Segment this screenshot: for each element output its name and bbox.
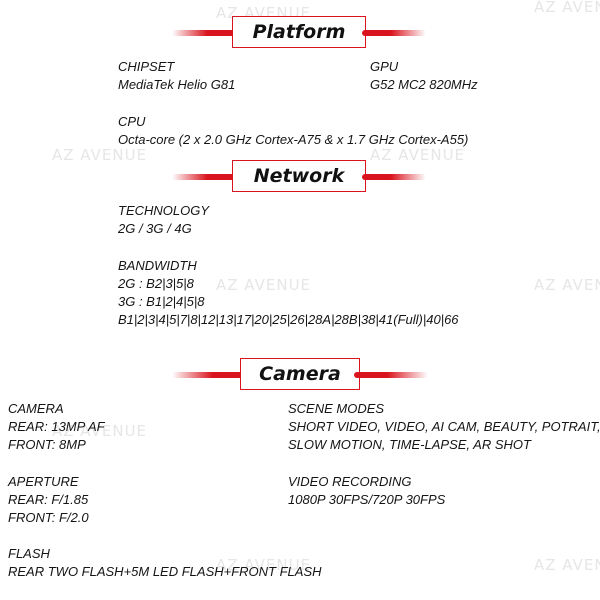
scene-modes-block: SCENE MODES SHORT VIDEO, VIDEO, AI CAM, … [288, 400, 600, 454]
watermark: AZ AVENUE [534, 0, 600, 16]
banner-line-right [362, 174, 426, 180]
camera-label: CAMERA [8, 401, 64, 416]
bandwidth-line: B1|2|3|4|5|7|8|12|13|17|20|25|26|28A|28B… [118, 312, 459, 327]
section-title-camera: Camera [240, 358, 360, 390]
scene-modes-line: SHORT VIDEO, VIDEO, AI CAM, BEAUTY, POTR… [288, 419, 600, 434]
flash-block: FLASH REAR TWO FLASH+5M LED FLASH+FRONT … [8, 545, 322, 581]
bandwidth-line: 3G : B1|2|4|5|8 [118, 294, 205, 309]
gpu-label: GPU [370, 59, 399, 74]
aperture-label: APERTURE [8, 474, 79, 489]
gpu-value: G52 MC2 820MHz [370, 77, 478, 92]
cpu-block: CPU Octa-core (2 x 2.0 GHz Cortex-A75 & … [118, 113, 468, 149]
network-banner: Network [0, 157, 600, 197]
flash-value: REAR TWO FLASH+5M LED FLASH+FRONT FLASH [8, 564, 322, 579]
watermark: AZ AVENUE [52, 146, 148, 164]
banner-line-left [172, 372, 246, 378]
watermark: AZ AVENUE [370, 146, 466, 164]
bandwidth-block: BANDWIDTH 2G : B2|3|5|8 3G : B1|2|4|5|8 … [118, 257, 459, 329]
scene-modes-line: SLOW MOTION, TIME-LAPSE, AR SHOT [288, 437, 531, 452]
aperture-rear: REAR: F/1.85 [8, 492, 89, 507]
banner-line-left [172, 174, 236, 180]
technology-label: TECHNOLOGY [118, 203, 210, 218]
banner-line-right [362, 30, 426, 36]
camera-block: CAMERA REAR: 13MP AF FRONT: 8MP [8, 400, 105, 454]
bandwidth-line: 2G : B2|3|5|8 [118, 276, 194, 291]
watermark: AZ AVENUE [52, 422, 148, 440]
chipset-value: MediaTek Helio G81 [118, 77, 236, 92]
banner-line-left [172, 30, 236, 36]
video-recording-block: VIDEO RECORDING 1080P 30FPS/720P 30FPS [288, 473, 445, 509]
technology-value: 2G / 3G / 4G [118, 221, 192, 236]
camera-banner: Camera [0, 355, 600, 395]
camera-front: FRONT: 8MP [8, 437, 86, 452]
aperture-front: FRONT: F/2.0 [8, 510, 89, 525]
watermark: AZ AVENUE [216, 276, 312, 294]
cpu-label: CPU [118, 114, 146, 129]
video-recording-value: 1080P 30FPS/720P 30FPS [288, 492, 446, 507]
watermark: AZ AVENUE [534, 276, 600, 294]
bandwidth-label: BANDWIDTH [118, 258, 197, 273]
banner-line-right [354, 372, 428, 378]
section-title-platform: Platform [232, 16, 366, 48]
section-title-network: Network [232, 160, 366, 192]
camera-rear: REAR: 13MP AF [8, 419, 105, 434]
flash-label: FLASH [8, 546, 50, 561]
chipset-block: CHIPSET MediaTek Helio G81 [118, 58, 235, 94]
technology-block: TECHNOLOGY 2G / 3G / 4G [118, 202, 209, 238]
cpu-value: Octa-core (2 x 2.0 GHz Cortex-A75 & x 1.… [118, 132, 469, 147]
video-recording-label: VIDEO RECORDING [288, 474, 412, 489]
watermark: AZ AVENUE [216, 556, 312, 574]
chipset-label: CHIPSET [118, 59, 175, 74]
scene-modes-label: SCENE MODES [288, 401, 385, 416]
watermark: AZ AVENUE [534, 556, 600, 574]
platform-banner: Platform [0, 13, 600, 53]
gpu-block: GPU G52 MC2 820MHz [370, 58, 478, 94]
aperture-block: APERTURE REAR: F/1.85 FRONT: F/2.0 [8, 473, 89, 527]
